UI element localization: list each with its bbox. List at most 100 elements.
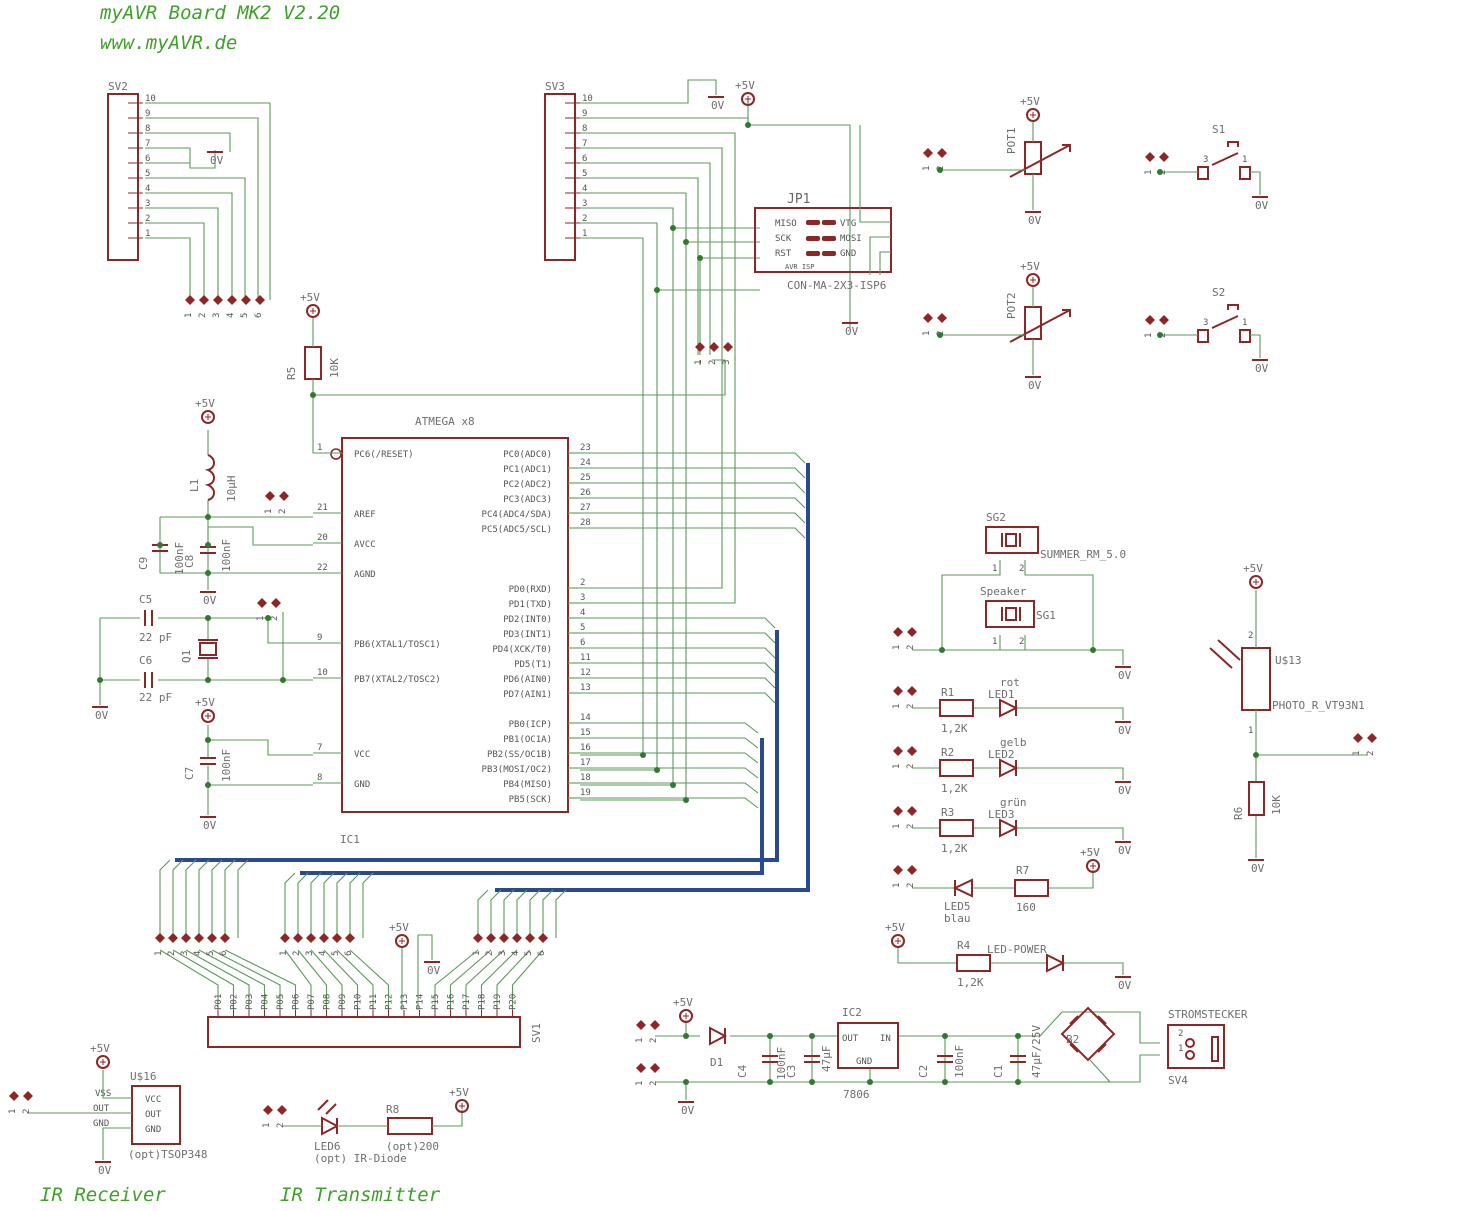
s1-pin3: 3 xyxy=(1203,155,1208,165)
xtalpads-padnum-1: 1 xyxy=(256,616,266,621)
d1-label: D1 xyxy=(710,1056,723,1069)
jp1-gnd-label: 0V xyxy=(845,325,859,338)
q1-label: Q1 xyxy=(180,650,193,663)
r4-body xyxy=(956,954,991,972)
mcu-right-num-15: 15 xyxy=(580,728,591,738)
pot1pads-padnum-1: 1 xyxy=(922,166,932,171)
pot2-vcc-symbol xyxy=(1026,273,1040,287)
junction-dot xyxy=(1157,169,1163,175)
sv2-pad-3 xyxy=(213,295,223,305)
sv1-num-P15: P15 xyxy=(431,994,441,1010)
u16-ext-gnd: GND xyxy=(93,1119,109,1129)
isp-pad-3 xyxy=(723,342,733,352)
sv3-wires xyxy=(313,79,851,801)
buspads0-padnum-3: 3 xyxy=(180,951,190,956)
junction-dot xyxy=(697,255,703,261)
ledrow-r-label-0: R1 xyxy=(941,686,954,699)
irrxpads-pad-2 xyxy=(23,1091,33,1101)
mcu-ref: IC1 xyxy=(340,833,360,846)
mcu-left-num-8: 8 xyxy=(317,773,322,783)
junction-dot xyxy=(767,1033,773,1039)
junction-dot xyxy=(205,737,211,743)
junction-dot xyxy=(670,225,676,231)
led5-color: blau xyxy=(944,912,971,925)
buspads0-padnum-6: 6 xyxy=(219,951,229,956)
u16-ext-out: OUT xyxy=(93,1104,110,1114)
jp1-sublabel: AVR ISP xyxy=(785,263,815,271)
junction-dot xyxy=(654,767,660,773)
mcu-left-name-22: AGND xyxy=(354,570,376,580)
bus-drop-1-4 xyxy=(336,872,348,938)
junction-dot xyxy=(205,514,211,520)
r8-label: R8 xyxy=(386,1103,399,1116)
mcu-right-num-11: 11 xyxy=(580,653,591,663)
sv1-num-P04: P04 xyxy=(261,994,271,1010)
buzzer-gnd-label: 0V xyxy=(1118,669,1132,682)
pwr-vcc-label: +5V xyxy=(673,996,693,1009)
mcu-title: ATMEGA x8 xyxy=(415,415,475,428)
bus-drop-2-5 xyxy=(542,889,554,938)
ledrow0-gnd-label: 0V xyxy=(1118,724,1132,737)
bus-drop-0-3 xyxy=(198,859,210,938)
sv2pins-num-4: 4 xyxy=(145,184,150,194)
sv4-pin2: 2 xyxy=(1178,1029,1183,1039)
junction-dot xyxy=(1090,647,1096,653)
ledpower-gnd-label: 0V xyxy=(1118,979,1132,992)
sg2-pin1: 1 xyxy=(992,564,997,574)
s1-pin4 xyxy=(1197,166,1209,180)
junction-dot xyxy=(683,239,689,245)
s1pads-pad-1 xyxy=(1145,152,1155,162)
r5-wires xyxy=(312,318,332,454)
ledrow1-gnd-label: 0V xyxy=(1118,784,1132,797)
c1-label: C1 xyxy=(992,1065,1005,1078)
c7-label: C7 xyxy=(183,767,196,780)
sv2-label: SV2 xyxy=(108,80,128,93)
ledrow-resistor-1 xyxy=(939,759,974,777)
junction-dot xyxy=(1015,1033,1021,1039)
pot1-vcc-label: +5V xyxy=(1020,95,1040,108)
buspads1-pad-6 xyxy=(345,933,355,943)
buspads2-padnum-6: 6 xyxy=(537,951,547,956)
mcu-left-name-8: GND xyxy=(354,780,370,790)
mcu-right-name-25: PC2(ADC2) xyxy=(503,480,552,490)
junction-dot xyxy=(205,615,211,621)
sv3-label: SV3 xyxy=(545,80,565,93)
pot1pads-pad-1 xyxy=(923,148,933,158)
sg2-value: SUMMER_RM_5.0 xyxy=(1040,548,1126,561)
junction-dot xyxy=(683,1033,689,1039)
mcu-left-num-22: 22 xyxy=(317,563,328,573)
u16-pin-vcc: VCC xyxy=(145,1095,161,1105)
mcu-right-name-15: PB1(OC1A) xyxy=(503,735,552,745)
irtx-vcc-plus xyxy=(459,1103,465,1109)
s1-wires xyxy=(1160,171,1261,195)
mcu-left-num-7: 7 xyxy=(317,743,322,753)
mcu-right-num-3: 3 xyxy=(580,593,585,603)
pots-and-switches: POT112POT212S13112S23112 xyxy=(922,122,1261,375)
junction-dot xyxy=(867,1079,873,1085)
led5-label: LED5 xyxy=(944,900,971,913)
pot2pads-pad-2 xyxy=(937,313,947,323)
sv1-label: SV1 xyxy=(530,1023,543,1043)
mcu-right-name-11: PD5(T1) xyxy=(514,660,552,670)
pot1-vcc-plus xyxy=(1030,112,1036,118)
sv1-num-P02: P02 xyxy=(230,994,240,1010)
buzzerpads-pad-2 xyxy=(907,627,917,637)
irrx-gnd-label: 0V xyxy=(98,1164,112,1177)
bus-drop-wires xyxy=(159,859,567,1010)
ledrow-wire-2 xyxy=(912,827,1124,840)
mcu-right-num-6: 6 xyxy=(580,638,585,648)
arefpads-padnum-1: 1 xyxy=(264,509,274,514)
bus-drop-2-1 xyxy=(490,889,502,938)
sv1-fan-0-0 xyxy=(159,949,219,1010)
ledrow2-pad-1 xyxy=(893,806,903,816)
sv1-fan-2-5 xyxy=(511,949,544,1010)
jp1-pin-vtg: VTG xyxy=(840,219,856,229)
sv1-num-P01: P01 xyxy=(214,994,224,1010)
pot2-wires xyxy=(940,287,1034,375)
sv1-vcc-symbol xyxy=(395,934,409,948)
mcu-right-num-27: 27 xyxy=(580,503,591,513)
sv1-fan-0-5 xyxy=(224,949,297,1010)
buspads2-pad-1 xyxy=(473,933,483,943)
sv1-fan-2-1 xyxy=(449,949,492,1010)
isp-pad-1 xyxy=(695,342,705,352)
